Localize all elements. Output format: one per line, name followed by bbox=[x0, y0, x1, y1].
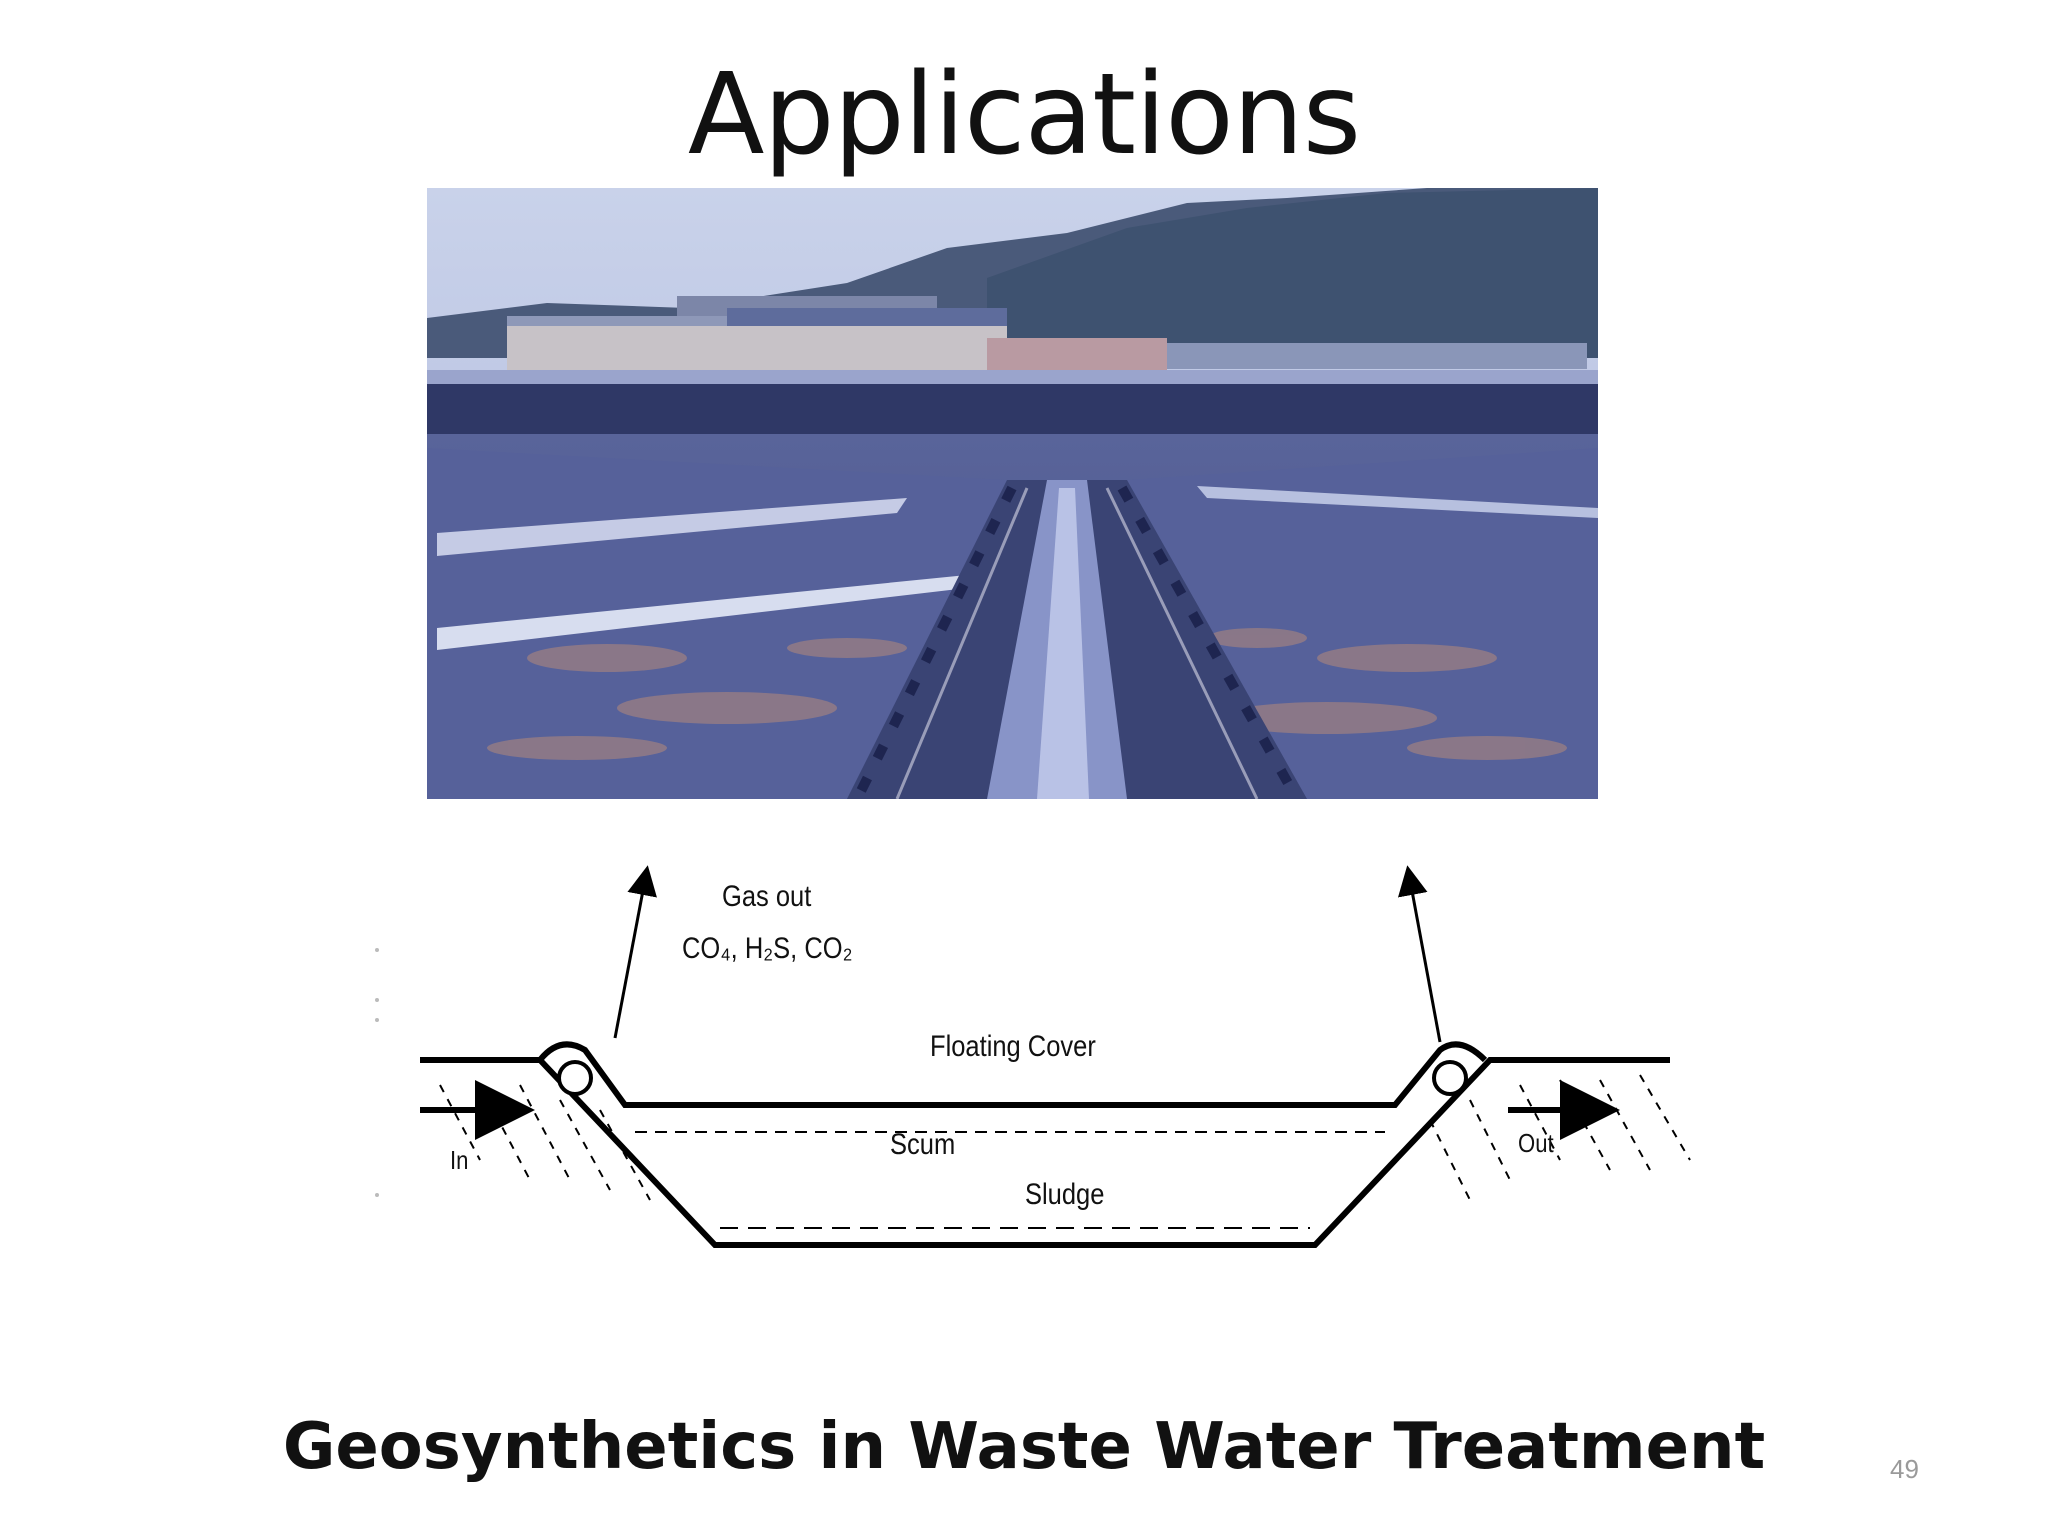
in-label: In bbox=[450, 1145, 469, 1175]
sludge-label: Sludge bbox=[1025, 1178, 1105, 1211]
floating-cover-label: Floating Cover bbox=[930, 1030, 1096, 1063]
gases-label: CO₄, H₂S, CO₂ bbox=[682, 932, 853, 965]
slide-title: Applications bbox=[687, 50, 1361, 180]
floating-cover-diagram: Gas out CO₄, H₂S, CO₂ Floating Cover Scu… bbox=[410, 860, 1710, 1260]
scum-label: Scum bbox=[890, 1128, 956, 1161]
ground-hatching-right bbox=[1429, 1074, 1691, 1201]
margin-marks bbox=[375, 948, 379, 1197]
out-label: Out bbox=[1518, 1128, 1554, 1158]
slide-caption: Geosynthetics in Waste Water Treatment bbox=[282, 1410, 1766, 1484]
gas-arrow-left bbox=[613, 865, 657, 1039]
gas-out-label: Gas out bbox=[722, 880, 812, 913]
lagoon-cross-section bbox=[420, 865, 1691, 1248]
floating-cover-line bbox=[537, 1041, 1488, 1108]
lagoon-photo bbox=[427, 188, 1598, 799]
lagoon-liner bbox=[420, 1057, 1670, 1248]
anchor-pipe-left bbox=[557, 1060, 593, 1096]
lagoon-photo-illustration bbox=[427, 188, 1598, 799]
page-number: 49 bbox=[1890, 1454, 1919, 1484]
anchor-pipe-right bbox=[1432, 1060, 1468, 1096]
gas-arrow-right bbox=[1397, 865, 1442, 1043]
